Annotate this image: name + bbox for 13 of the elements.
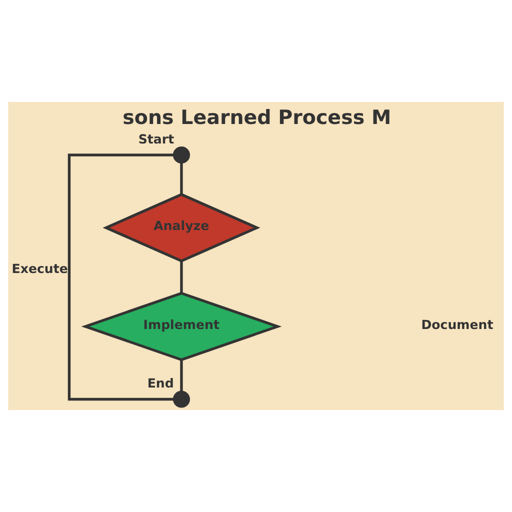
- edge-label: Execute: [12, 260, 68, 276]
- diagram-title: sons Learned Process M: [122, 106, 392, 130]
- connector: [180, 261, 183, 294]
- label: Document: [421, 316, 494, 332]
- node-label: End: [147, 376, 174, 391]
- node-label: Start: [138, 131, 174, 146]
- node-circle: [172, 146, 190, 164]
- connector: [68, 154, 174, 401]
- connector: [180, 162, 183, 194]
- node-diamond: Analyze: [102, 193, 260, 262]
- node-diamond: Implement: [81, 292, 282, 362]
- node-circle: [172, 390, 190, 408]
- connector: [180, 360, 183, 392]
